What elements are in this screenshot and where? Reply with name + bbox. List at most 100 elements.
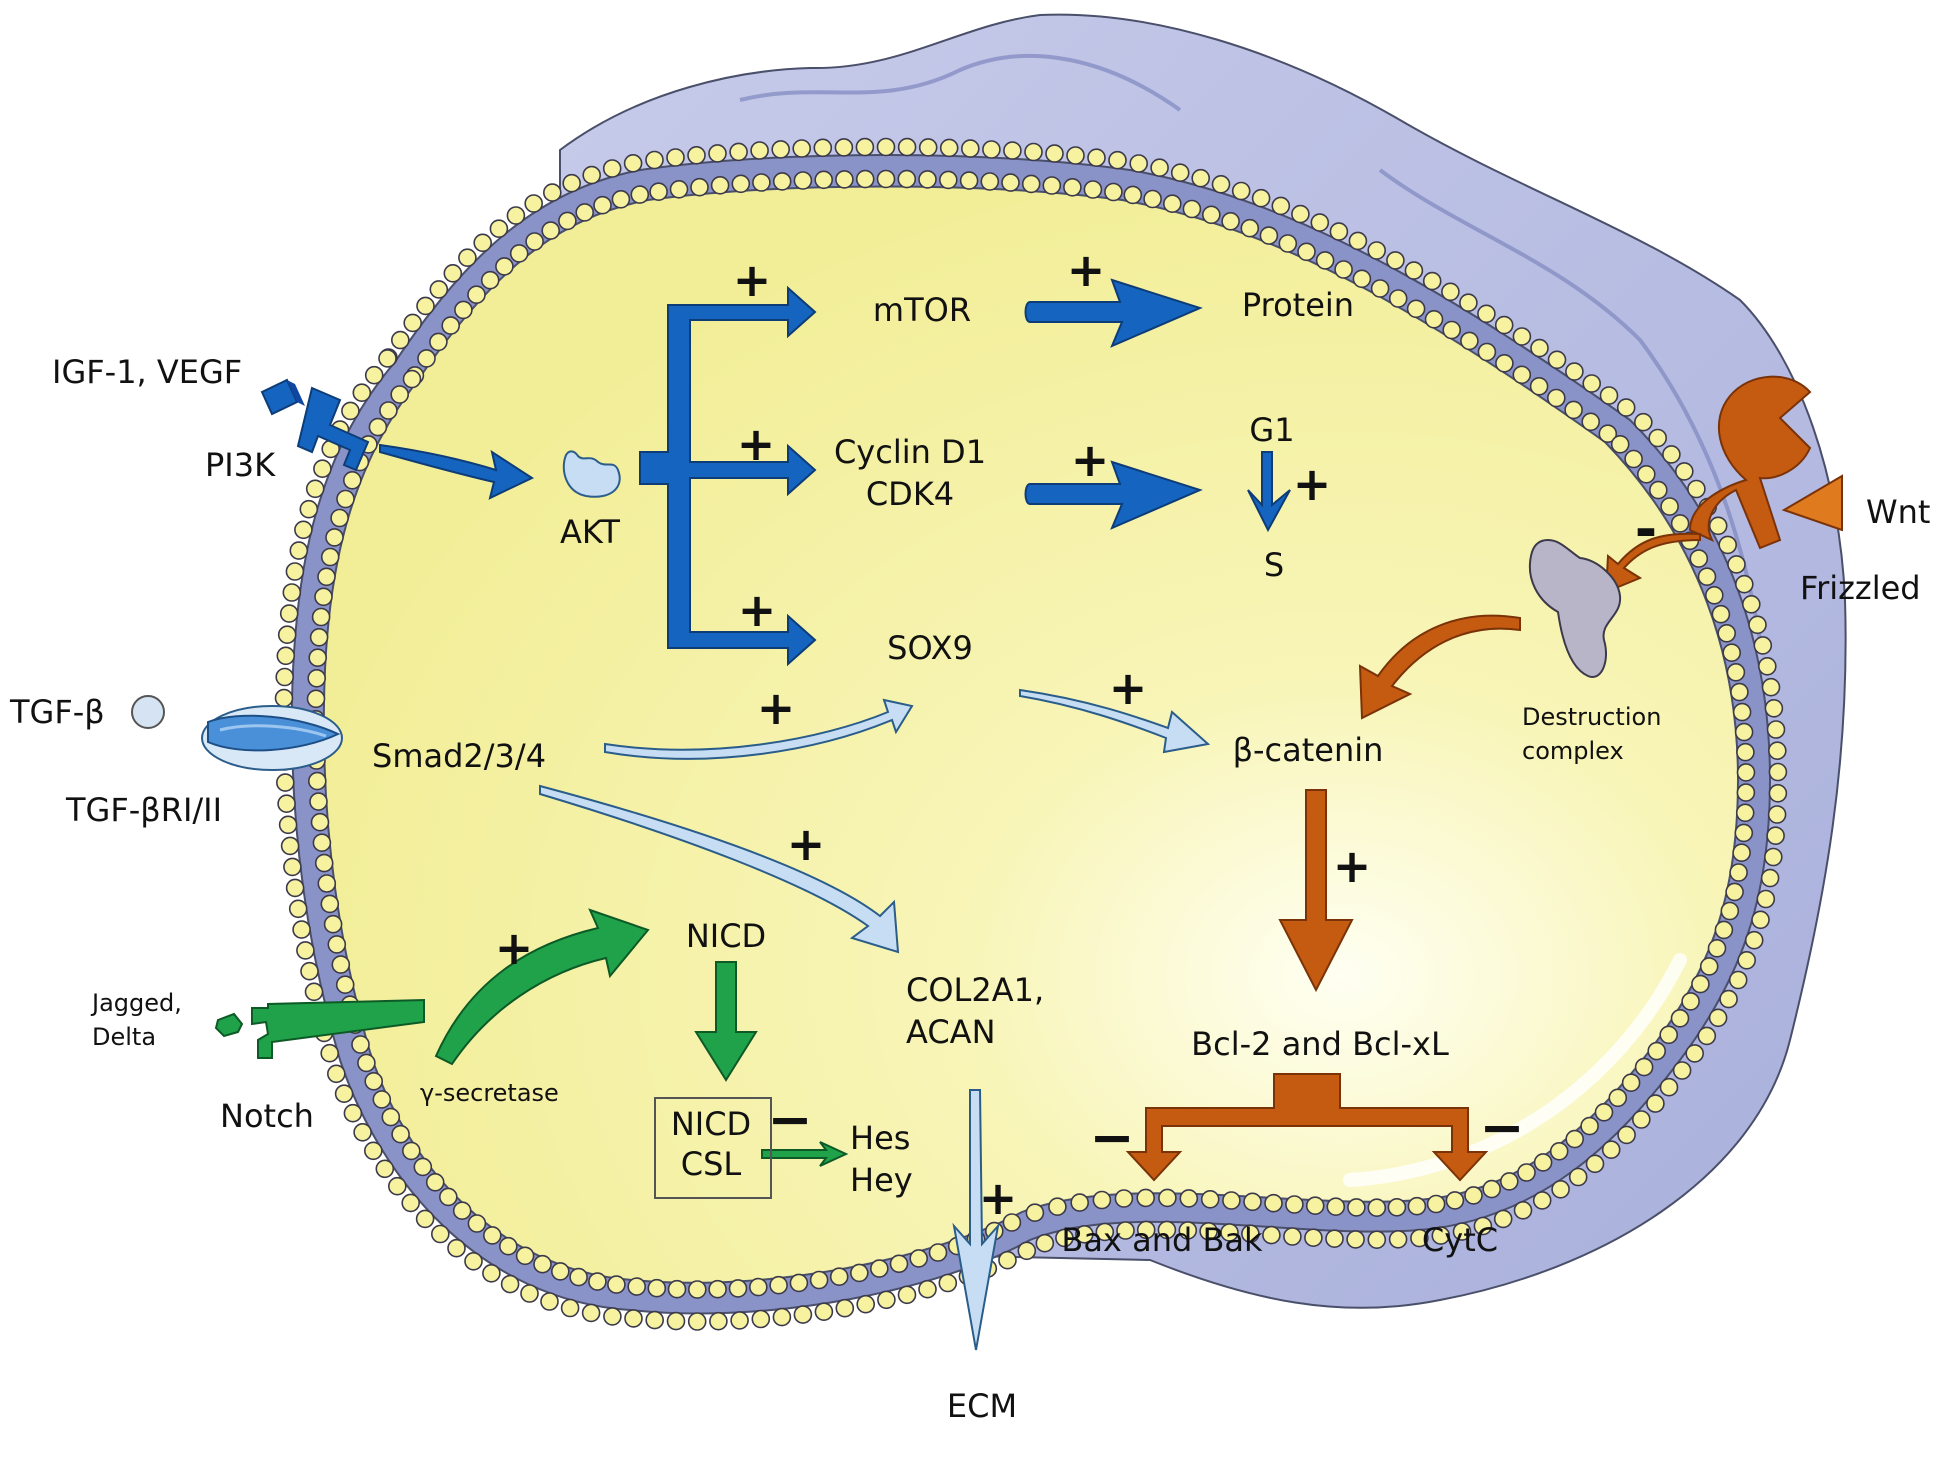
lipid-head (1055, 1228, 1074, 1248)
pi3k-to-akt-arrow (379, 443, 535, 500)
lipid-head (623, 154, 643, 173)
lipid-head (771, 140, 791, 159)
lipid-head (581, 1303, 601, 1323)
lipid-head (285, 562, 305, 581)
lipid-head (330, 508, 349, 528)
lipid-head (288, 899, 308, 919)
lipid-head (1387, 1198, 1407, 1217)
lipid-head (1211, 175, 1231, 194)
lipid-head (1388, 289, 1408, 308)
lipid-head (1083, 180, 1103, 199)
wnt-ligand-icon (1781, 474, 1843, 532)
lipid-head (835, 170, 854, 189)
plus-sign-g1-s: + (1292, 457, 1332, 511)
lipid-head (353, 1123, 372, 1142)
lipid-head (1736, 742, 1755, 762)
lipid-head (669, 180, 689, 199)
lipid-head (1530, 338, 1549, 358)
plus-sign-notch: + (494, 921, 534, 975)
lipid-head (1285, 1195, 1304, 1214)
lipid-head (1610, 434, 1630, 454)
lipid-head (274, 688, 294, 708)
outer-cell-fold-1 (739, 53, 1182, 112)
lipid-head (489, 219, 509, 238)
lipid-head (498, 1236, 518, 1256)
smad-to-sox9-arrow (604, 698, 914, 760)
lipid-head (335, 975, 355, 995)
col2a1-to-ecm-arrow (952, 1089, 1000, 1351)
lipid-head (939, 138, 959, 158)
lipid-head (813, 138, 833, 158)
lipid-head (1568, 1167, 1588, 1187)
lipid-head (429, 280, 449, 299)
tgf-beta-receptor-icon (201, 705, 343, 771)
plus-sign-cyclin: + (736, 417, 776, 471)
lipid-head (809, 1270, 829, 1290)
lipid-head (524, 194, 544, 213)
lipid-head (1729, 863, 1748, 882)
lipid-head (849, 1263, 869, 1283)
lipid-head (1599, 386, 1619, 405)
lipid-head (443, 263, 463, 283)
igf-vegf-label: IGF-1, VEGF (52, 353, 243, 391)
lipid-head (482, 1264, 501, 1283)
lipid-head (1407, 1196, 1427, 1216)
lipid-head (1734, 722, 1754, 742)
lipid-head (1442, 320, 1461, 340)
minus-sign-cytc: − (1479, 1096, 1525, 1159)
lipid-head (1422, 271, 1442, 291)
csl-box-label: CSL (680, 1145, 742, 1183)
lipid-head (1231, 181, 1251, 201)
g1-label: G1 (1249, 411, 1295, 449)
lipid-head (558, 211, 577, 231)
lipid-head (452, 1201, 472, 1220)
lipid-head (582, 165, 602, 185)
lipid-head (294, 520, 313, 540)
lipid-head (1760, 868, 1780, 888)
lipid-head (1598, 424, 1618, 444)
lipid-head (1464, 1186, 1483, 1205)
hes-label: Hes (850, 1119, 911, 1157)
lipid-head (325, 528, 344, 547)
lipid-head (793, 1305, 813, 1324)
lipid-head (467, 285, 486, 305)
wnt-label: Wnt (1866, 493, 1931, 531)
lipid-head (296, 941, 315, 960)
lipid-head (311, 607, 331, 627)
lipid-head (1473, 1216, 1493, 1236)
lipid-head (1346, 1230, 1365, 1249)
lipid-head (1768, 783, 1788, 803)
lipid-head (1705, 585, 1724, 605)
plus-sign-cellcycle: + (1070, 433, 1110, 487)
plus-sign-sox9-catenin: + (1108, 661, 1148, 715)
smad-label: Smad2/3/4 (372, 737, 547, 775)
lipid-head (687, 146, 706, 165)
lipid-head (1582, 374, 1601, 393)
lipid-head (283, 857, 302, 877)
complex-to-hes-arrow (761, 1141, 849, 1167)
lipid-head (1104, 182, 1123, 202)
lipid-head (1660, 497, 1679, 516)
lipid-head (752, 173, 771, 192)
lipid-head (624, 1309, 643, 1328)
lipid-head (1158, 1188, 1177, 1208)
lipid-head (1691, 974, 1710, 994)
lipid-head (1243, 1192, 1262, 1212)
lipid-head (1367, 1230, 1387, 1249)
lipid-head (1717, 623, 1736, 643)
lipid-head (729, 142, 748, 162)
lipid-head (280, 836, 300, 856)
lipid-head (1513, 1201, 1533, 1220)
lipid-head (1262, 1225, 1281, 1245)
lipid-head (1220, 1223, 1239, 1242)
lipid-head (918, 138, 938, 157)
lipid-head (352, 383, 372, 403)
lipid-head (327, 935, 347, 954)
lipid-head (687, 1280, 707, 1299)
lipid-head (277, 794, 296, 814)
lipid-head (731, 174, 751, 194)
col2a1-label: COL2A1, (906, 971, 1045, 1009)
lipid-head (1129, 154, 1148, 173)
akt-protein-icon (562, 450, 621, 498)
lipid-head (1024, 142, 1043, 162)
